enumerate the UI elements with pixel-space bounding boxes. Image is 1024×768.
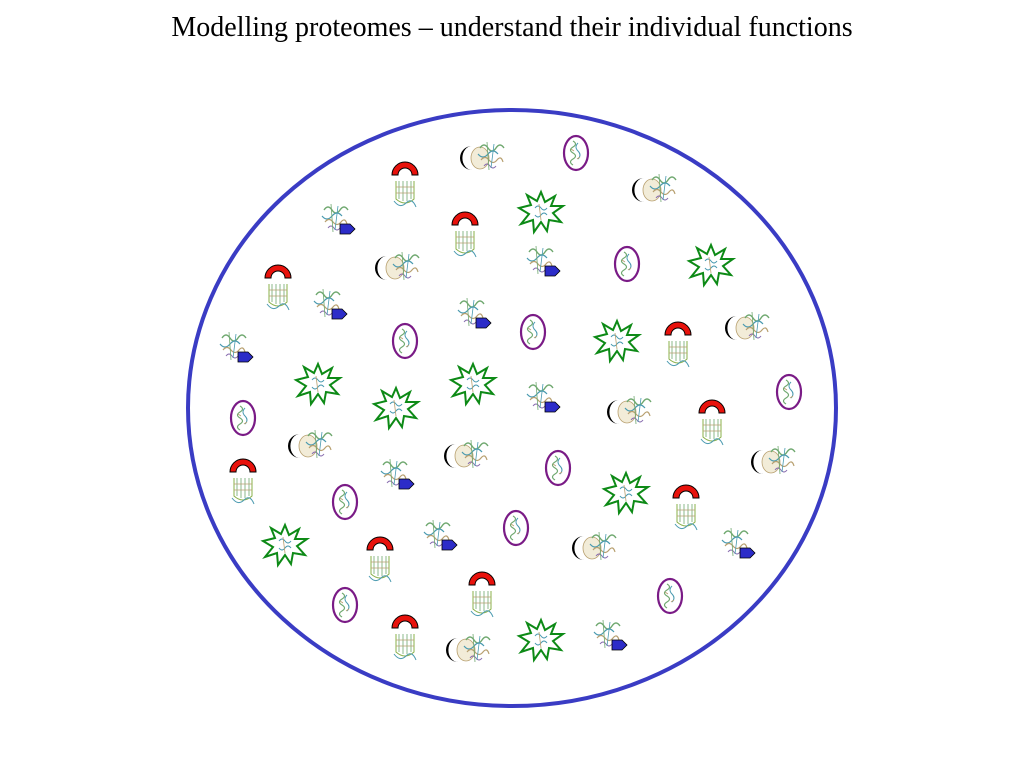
slide-title: Modelling proteomes – understand their i…: [171, 12, 853, 43]
cell-boundary: [186, 108, 838, 708]
red-cap-protein: [229, 161, 726, 661]
